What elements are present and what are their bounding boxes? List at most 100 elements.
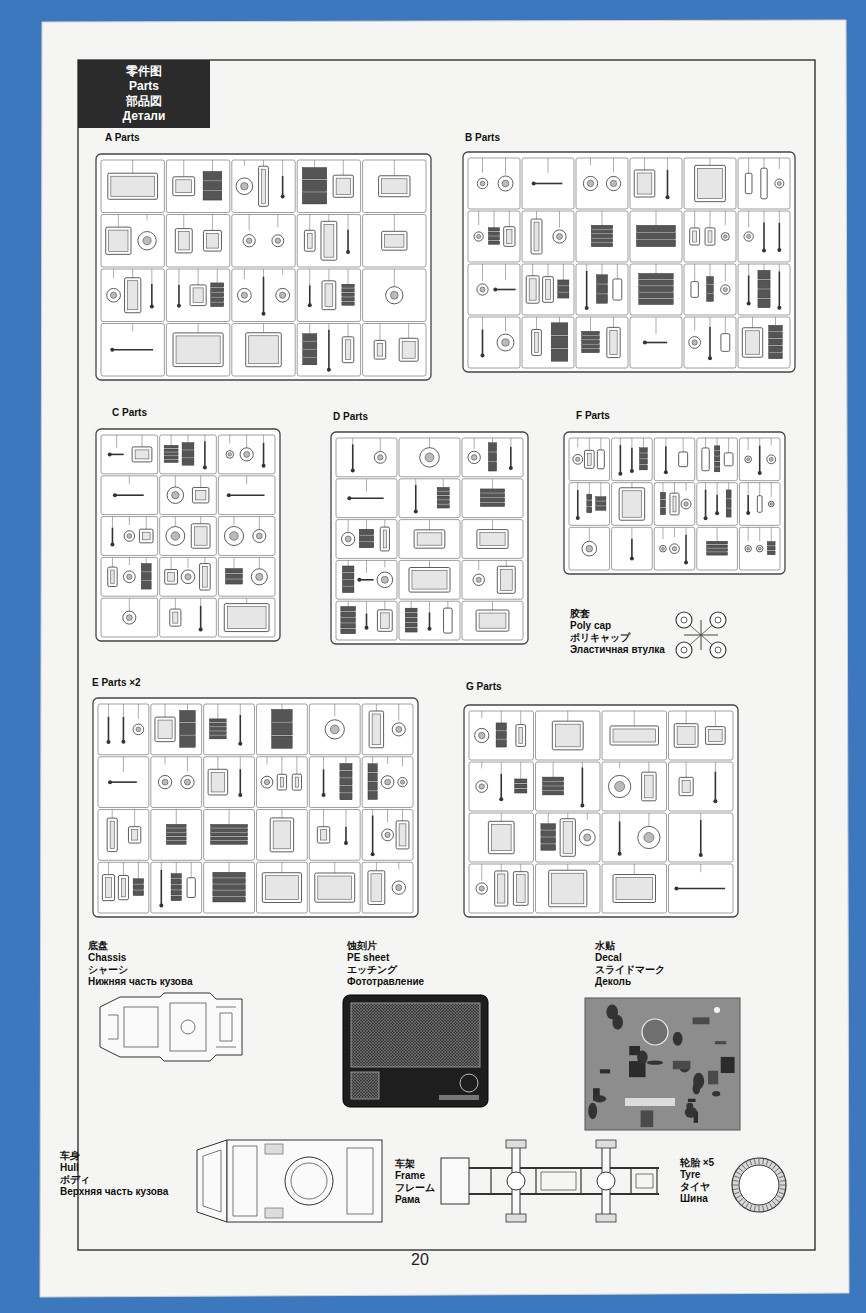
sprue-gate	[204, 557, 205, 563]
sprue-gate	[667, 158, 668, 170]
kit-part	[515, 779, 527, 783]
sprue-gate	[123, 757, 124, 772]
kit-part	[758, 280, 770, 289]
kit-part-detail	[723, 287, 727, 291]
kit-part	[758, 270, 770, 279]
kit-part-detail	[256, 533, 262, 539]
kit-part	[551, 349, 568, 361]
sprue-gate	[402, 757, 403, 767]
kit-part-detail	[396, 726, 402, 732]
sprue-gate	[334, 862, 335, 873]
kit-part	[606, 176, 620, 190]
kit-part-detail	[177, 304, 181, 308]
sprue-runner	[151, 862, 202, 913]
sprue-gate	[482, 158, 483, 173]
sprue-gate	[520, 864, 521, 872]
sprue-runner	[336, 479, 397, 518]
sprue-gate	[600, 483, 601, 497]
sprue-gate	[602, 211, 603, 225]
sprue-runner	[101, 215, 164, 268]
kit-part	[597, 450, 604, 469]
sprue-runner	[739, 483, 780, 526]
kit-part	[660, 508, 665, 515]
kit-part	[374, 451, 386, 463]
sprue-gate	[123, 862, 124, 875]
sprue-gate	[176, 862, 177, 873]
sprue-gate	[567, 813, 568, 819]
kit-part	[180, 723, 196, 735]
sprue-gate	[759, 483, 760, 496]
kit-part	[302, 192, 326, 203]
pe-logo	[460, 1074, 478, 1092]
part-caption: 车身	[60, 1150, 168, 1162]
title-text: 部品図	[126, 94, 162, 109]
sprue-runner	[232, 215, 295, 268]
kit-part	[769, 339, 783, 345]
kit-part	[477, 530, 508, 549]
frame-drawing	[441, 1140, 659, 1222]
kit-part	[769, 346, 783, 352]
kit-part	[769, 353, 783, 359]
sprue-gate	[244, 160, 245, 166]
sprue-gate	[402, 810, 403, 821]
part-caption: Эластичная втулка	[570, 644, 665, 656]
kit-part	[303, 334, 317, 341]
sprue-gate	[246, 598, 247, 603]
part-caption: 底盘	[88, 940, 193, 952]
sprue-runner	[462, 601, 523, 640]
kit-part	[779, 271, 781, 307]
kit-part	[500, 774, 502, 799]
sprue-runner	[697, 438, 738, 481]
kit-part	[112, 528, 114, 545]
sprue-runner	[602, 864, 667, 913]
kit-part	[551, 336, 568, 348]
kit-part-detail	[672, 546, 676, 550]
kit-part	[473, 574, 484, 585]
decal-marking	[708, 1071, 718, 1085]
kit-part	[582, 331, 600, 334]
sprue-runner	[166, 324, 229, 377]
sprue-gate	[171, 435, 172, 445]
kit-part-detail	[552, 873, 584, 904]
kit-part-detail	[194, 527, 207, 545]
kit-part-detail	[580, 804, 584, 808]
sprue-runner	[684, 211, 736, 262]
part-illustration	[330, 411, 529, 646]
kit-part-detail	[238, 793, 242, 797]
sprue-gate	[577, 483, 578, 490]
kit-part-detail	[249, 336, 279, 364]
sprue-heading: C Parts	[112, 407, 147, 419]
kit-part	[342, 289, 354, 292]
kit-part	[558, 293, 569, 298]
kit-part	[303, 358, 317, 365]
kit-part	[745, 173, 752, 193]
sprue-gate	[188, 435, 189, 443]
kit-part	[382, 829, 394, 841]
kit-part-detail	[159, 903, 163, 907]
frame-rails	[469, 1168, 659, 1194]
tyre-tread	[746, 1203, 749, 1208]
sprue-gate	[779, 264, 780, 271]
kit-part	[405, 618, 417, 622]
decal-marking	[647, 1060, 663, 1064]
kit-part	[211, 833, 248, 836]
sprue-runner	[462, 560, 523, 599]
sprue-frame: A Parts	[95, 132, 432, 382]
sprue-runner	[309, 862, 360, 913]
kit-part	[636, 240, 675, 246]
sprue-gate	[619, 813, 620, 821]
kit-part	[531, 219, 542, 254]
sprue-runner	[536, 762, 601, 811]
sprue-gate	[700, 864, 701, 872]
kit-part	[166, 829, 186, 832]
kit-part-detail	[584, 834, 591, 841]
kit-part	[541, 844, 556, 850]
part-illustration	[95, 407, 281, 643]
kit-part	[173, 177, 195, 196]
kit-part	[724, 453, 733, 466]
kit-part	[164, 445, 178, 448]
sprue-gate	[492, 479, 493, 489]
kit-part	[639, 448, 647, 453]
kit-part	[619, 821, 621, 853]
sprue-gate	[204, 435, 205, 441]
